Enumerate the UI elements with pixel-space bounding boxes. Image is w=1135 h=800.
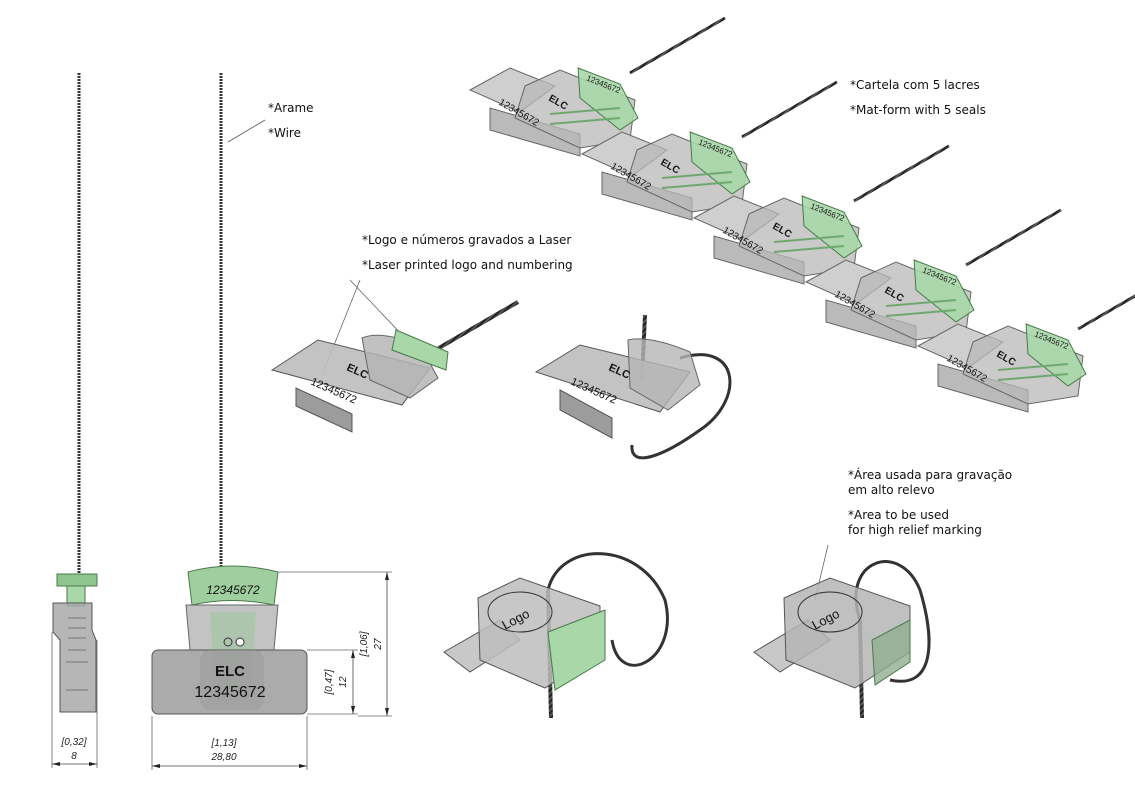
iso-wire [430, 300, 520, 354]
front-hole [235, 637, 245, 647]
front-brand: ELC [215, 663, 245, 680]
relief-note-en: *Area to be used for high relief marking [848, 508, 982, 537]
matform-note-pt: *Cartela com 5 lacres [850, 78, 980, 92]
front-view: 12345672 ELC 12345672 [1,13] 28,80 [0,47… [151, 73, 392, 770]
relief-note-pt: *Área usada para gravação em alto relevo [848, 468, 1013, 497]
total-height-mm: 27 [373, 638, 384, 651]
front-serial: 12345672 [194, 684, 265, 701]
side-width-mm: 8 [71, 751, 77, 762]
front-main-body [151, 649, 308, 715]
side-body [52, 602, 97, 713]
iso-logo-seal-green: Logo [443, 552, 669, 719]
iso-closed-seal: ELC 12345672 [534, 314, 732, 460]
body-height-in: [0,47] [324, 669, 335, 695]
wire-leader-line [227, 119, 266, 143]
laser-note-en: *Laser printed logo and numbering [362, 258, 573, 272]
front-width-in: [1,13] [210, 738, 236, 749]
laser-note-pt: *Logo e números gravados a Laser [362, 233, 572, 247]
front-width-mm: 28,80 [210, 752, 236, 763]
side-insert-cap [56, 573, 98, 587]
iso-open-seal: ELC 12345672 [270, 279, 520, 433]
front-insert-serial: 12345672 [206, 583, 260, 597]
side-width-in: [0,32] [60, 737, 86, 748]
iso-insert [391, 329, 449, 371]
matform-5-seals: ELC1234567212345672ELC1234567212345672EL… [468, 16, 1135, 413]
iso-logo-seal-relief: Logo [753, 544, 931, 719]
total-height-in: [1,06] [359, 631, 370, 657]
wire-note-pt: *Arame [268, 101, 314, 115]
body-height-mm: 12 [338, 676, 349, 688]
matform-note-en: *Mat-form with 5 seals [850, 103, 986, 117]
iso-wire-loop [630, 353, 732, 460]
laser-leader-2 [349, 279, 406, 339]
wire-note-en: *Wire [268, 126, 301, 140]
side-view: [0,32] 8 [51, 73, 98, 768]
green-insert-block [547, 609, 606, 691]
